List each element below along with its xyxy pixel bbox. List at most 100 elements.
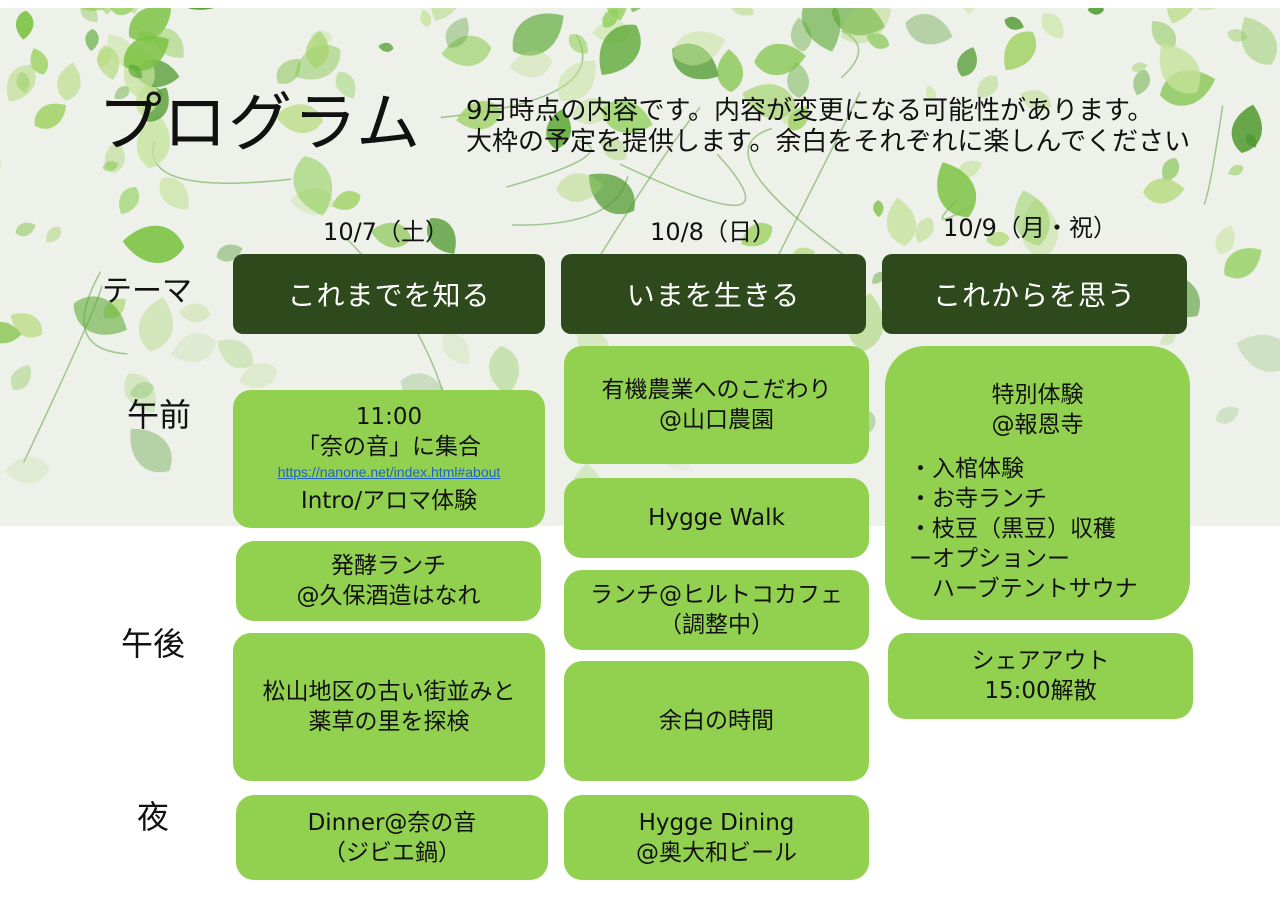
leaf-shape	[217, 339, 253, 369]
leaf-shape	[1004, 16, 1024, 30]
day2-farm-line-1: 有機農業へのこだわり	[601, 377, 832, 403]
leaf-shape	[977, 75, 999, 98]
day-3-date: 10/9（月・祝）	[943, 214, 1117, 242]
theme-day-3: これからを思う	[882, 254, 1187, 334]
day2-walk-line-1: Hygge Walk	[648, 505, 785, 531]
day2-walk-card: Hygge Walk	[564, 478, 869, 558]
vine-shape	[619, 153, 747, 207]
day-1-date: 10/7（土）	[323, 218, 449, 246]
day2-dining-card: Hygge Dining @奥大和ビール	[564, 795, 869, 880]
leaf-shape	[572, 98, 614, 125]
leaf-shape	[1143, 178, 1185, 204]
leaf-shape	[102, 161, 119, 172]
theme-day-2: いまを生きる	[561, 254, 866, 334]
day3-special-item: ・枝豆（黒豆）収穫	[909, 516, 1116, 542]
leaf-shape	[509, 51, 553, 77]
leaf-shape	[4, 456, 50, 484]
leaf-shape	[80, 8, 98, 22]
leaf-shape	[1215, 225, 1235, 255]
day1-dinner-card: Dinner@奈の音 （ジビエ鍋）	[236, 795, 548, 880]
leaf-shape	[1151, 21, 1176, 49]
leaf-shape	[604, 8, 628, 21]
day3-special-title-2: @報恩寺	[991, 412, 1084, 438]
day3-special-card: 特別体験 @報恩寺 ・入棺体験 ・お寺ランチ ・枝豆（黒豆）収穫 ーオプションー…	[885, 346, 1190, 620]
vine-shape	[505, 139, 592, 188]
leaf-shape	[958, 8, 980, 15]
leaf-shape	[114, 85, 130, 100]
day3-special-title-1: 特別体験	[991, 382, 1084, 408]
leaf-shape	[1160, 332, 1176, 346]
vine-shape	[840, 30, 860, 79]
leaf-shape	[427, 218, 456, 254]
leaf-shape	[1131, 62, 1148, 73]
day3-special-item: ・お寺ランチ	[909, 486, 1047, 512]
leaf-shape	[1236, 334, 1280, 372]
day2-free-line-1: 余白の時間	[659, 708, 774, 734]
row-label-morning: 午前	[127, 396, 192, 434]
leaf-shape	[730, 8, 754, 16]
row-label-night: 夜	[137, 798, 170, 836]
leaf-shape	[886, 197, 917, 246]
leaf-shape	[556, 173, 604, 202]
day2-free-card: 余白の時間	[564, 661, 869, 781]
day1-explore-line-2: 薬草の里を探検	[308, 709, 470, 735]
leaf-shape	[15, 10, 34, 40]
day2-farm-line-2: @山口農園	[659, 407, 774, 433]
leaf-shape	[129, 382, 154, 399]
day1-explore-card: 松山地区の古い街並みと 薬草の里を探検	[233, 633, 545, 781]
day-2-date: 10/8（日）	[650, 218, 776, 246]
leaf-shape	[130, 428, 172, 473]
leaf-shape	[128, 64, 143, 79]
leaf-shape	[1228, 164, 1244, 176]
leaf-shape	[441, 35, 492, 66]
leaf-shape	[801, 8, 841, 52]
note-line-2: 大枠の予定を提供します。余白をそれぞれに楽しんでください	[466, 127, 1191, 157]
day3-special-item: ・入棺体験	[909, 456, 1024, 482]
leaf-shape	[335, 71, 356, 99]
leaf-shape	[0, 322, 22, 344]
day2-lunch-line-2: （調整中）	[659, 612, 774, 638]
day1-dinner-line-1: Dinner@奈の音	[307, 809, 477, 836]
row-label-afternoon: 午後	[121, 625, 186, 663]
day1-lunch-line-1: 発酵ランチ	[331, 553, 446, 579]
leaf-shape	[122, 225, 185, 263]
leaf-shape	[957, 47, 977, 77]
leaf-shape	[1014, 190, 1050, 246]
leaf-shape	[489, 345, 520, 396]
leaf-shape	[601, 100, 653, 134]
leaf-shape	[275, 104, 324, 134]
leaf-shape	[445, 17, 469, 48]
leaf-shape	[841, 8, 892, 44]
leaf-shape	[717, 49, 744, 93]
vine-shape	[22, 285, 103, 464]
leaf-shape	[16, 71, 30, 94]
leaf-shape	[1021, 198, 1058, 260]
note-line-1: 9月時点の内容です。内容が変更になる可能性があります。	[466, 96, 1154, 126]
leaf-shape	[306, 30, 329, 69]
leaf-shape	[238, 362, 278, 388]
day3-special-item: ハーブテントサウナ	[909, 576, 1138, 602]
day3-checkout-line-2: 15:00解散	[984, 678, 1097, 704]
leaf-shape	[1020, 90, 1052, 112]
leaf-shape	[629, 8, 648, 13]
day3-checkout-line-1: シェアアウト	[971, 648, 1110, 674]
leaf-shape	[420, 9, 432, 27]
leaf-shape	[588, 173, 635, 215]
nanone-link[interactable]: https://nanone.net/index.html#about	[277, 464, 501, 480]
leaf-shape	[30, 48, 49, 75]
day1-meet-sub: Intro/アロマ体験	[300, 488, 478, 514]
leaf-shape	[171, 333, 217, 363]
leaf-shape	[915, 217, 934, 243]
day1-meet-text: 「奈の音」に集合	[297, 434, 481, 460]
day1-lunch-card: 発酵ランチ @久保酒造はなれ	[236, 541, 541, 621]
day1-meet-time: 11:00	[355, 404, 423, 430]
leaf-shape	[370, 222, 412, 248]
page-title: プログラム	[98, 87, 422, 161]
leaf-shape	[1216, 406, 1240, 424]
leaf-shape	[985, 231, 1010, 247]
row-label-theme: テーマ	[102, 274, 192, 309]
leaf-shape	[1227, 28, 1248, 42]
leaf-shape	[866, 33, 890, 49]
leaf-shape	[742, 84, 797, 119]
day1-explore-line-1: 松山地区の古い街並みと	[262, 679, 516, 705]
